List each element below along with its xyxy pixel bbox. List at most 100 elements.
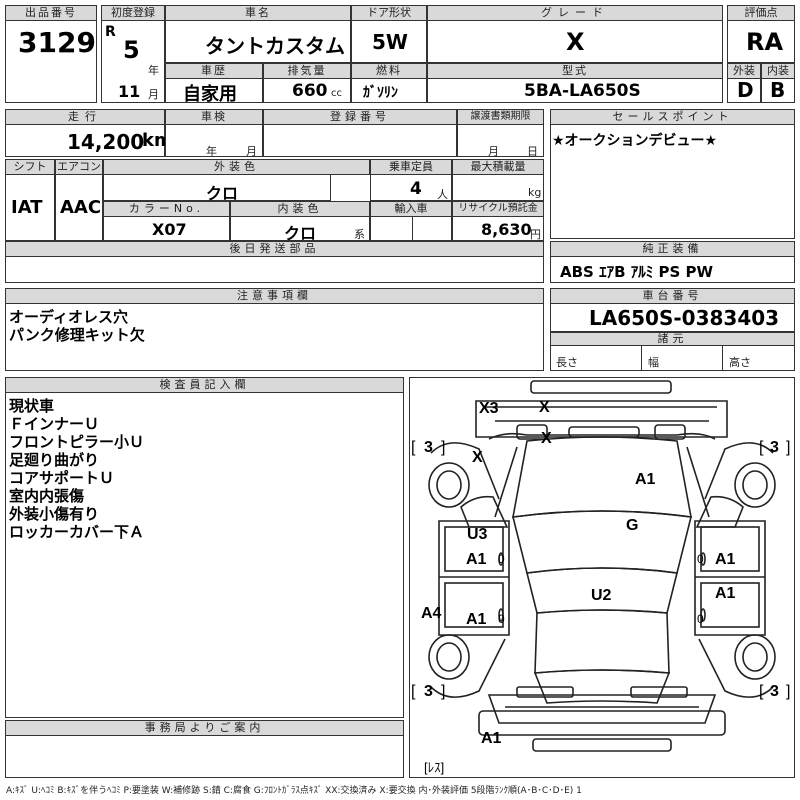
chassis-label: 車台番号: [550, 288, 795, 304]
ext-grade-value: D: [737, 78, 754, 102]
diag-x-front: X: [539, 399, 550, 416]
door-value: 5W: [372, 30, 408, 54]
int-color-unit: 系: [354, 228, 365, 241]
diag-a1-rf: A1: [715, 551, 736, 568]
ext-color-divider: [330, 175, 370, 201]
model-label: 型式: [427, 63, 723, 79]
tire-rf-bracket-close: ]: [786, 439, 791, 456]
chassis-value: LA650S-0383403: [589, 306, 780, 330]
diag-x-fender: X: [472, 449, 483, 466]
tire-lf-value: 3: [424, 439, 433, 456]
office-label: 事務局よりご案内: [5, 720, 404, 736]
sales-point-cell: [550, 109, 795, 239]
aircon-label: エアコン: [55, 159, 103, 175]
sales-point-label: セールスポイント: [550, 109, 795, 125]
inspection-label: 車検: [165, 109, 263, 125]
transfer-day-unit: 日: [527, 145, 538, 158]
diag-a4: A4: [421, 605, 442, 622]
first-reg-era: R: [105, 24, 116, 40]
fuel-value: ｶﾞｿﾘﾝ: [363, 85, 398, 101]
notes-lines: オーディオレス穴 パンク修理キット欠: [9, 308, 145, 344]
later-parts-label: 後日発送部品: [5, 241, 544, 257]
notes-label: 注意事項欄: [5, 288, 544, 304]
tire-rr-value: 3: [770, 683, 779, 700]
tire-rf-value: 3: [770, 439, 779, 456]
diag-zero-r2: 0: [697, 612, 704, 626]
mileage-value: 14,200: [67, 130, 145, 154]
diag-g-roof: G: [626, 517, 639, 534]
shift-value: IAT: [11, 197, 43, 218]
diag-a1-rr: A1: [715, 585, 736, 602]
inspection-month-unit: 月: [246, 145, 257, 158]
score-value: RA: [746, 28, 784, 56]
ext-color-value: クロ: [206, 184, 239, 203]
displacement-value: 660: [292, 81, 328, 101]
int-color-value: クロ: [284, 224, 317, 243]
grade-label: グレード: [427, 5, 723, 21]
equipment-label: 純正装備: [550, 241, 795, 257]
color-no-value: X07: [152, 220, 187, 239]
specs-height: 高さ: [729, 356, 751, 369]
legend-footer: A:ｷｽﾞ U:ﾍｺﾐ B:ｷｽﾞを伴うﾍｺﾐ P:要塗装 W:補修跡 S:錆 …: [6, 786, 582, 796]
int-color-label: 内装色: [230, 201, 370, 217]
int-grade-value: B: [770, 78, 786, 102]
displacement-label: 排気量: [263, 63, 351, 79]
first-reg-year: 5: [123, 36, 140, 64]
specs-length: 長さ: [556, 356, 578, 369]
specs-label: 諸元: [550, 332, 795, 346]
lot-cell: [5, 5, 97, 103]
transfer-month-unit: 月: [488, 145, 499, 158]
specs-width: 幅: [648, 356, 659, 369]
tire-lr-bracket-close: ]: [441, 683, 446, 700]
transfer-label: 譲渡書類期限: [457, 109, 544, 125]
inspector-cell: [5, 377, 404, 718]
tire-lr-value: 3: [424, 683, 433, 700]
tire-lr-bracket-open: [: [411, 683, 416, 700]
diag-u2: U2: [591, 587, 612, 604]
inspector-lines: 現状車 ＦインナーＵ フロントピラー小Ｕ 足廻り曲がり コアサポートＵ 室内内張…: [9, 397, 145, 541]
diag-u3: U3: [467, 526, 488, 543]
diag-x3: X3: [479, 400, 499, 417]
recycle-label: リサイクル預託金: [452, 201, 544, 217]
reg-no-label: 登録番号: [263, 109, 457, 125]
import-label: 輸入車: [370, 201, 452, 217]
tire-lf-bracket-open: [: [411, 439, 416, 456]
color-no-label: カラーNo.: [103, 201, 230, 217]
diag-a1-hood: A1: [635, 471, 656, 488]
history-value: 自家用: [183, 84, 237, 105]
lot-number: 3129: [18, 26, 96, 59]
tire-lf-bracket-close: ]: [441, 439, 446, 456]
inspection-year-unit: 年: [206, 145, 217, 158]
tire-rf-bracket-open: [: [759, 439, 764, 456]
diag-reset: [ﾚｽ]: [424, 760, 445, 775]
score-label: 評価点: [727, 5, 795, 21]
first-reg-month-unit: 月: [148, 88, 159, 101]
diag-zero-r1: 0: [697, 552, 704, 566]
max-load-label: 最大積載量: [452, 159, 544, 175]
capacity-value: 4: [410, 179, 422, 199]
lot-label: 出品番号: [5, 5, 97, 21]
capacity-unit: 人: [437, 188, 448, 201]
first-reg-year-unit: 年: [148, 64, 159, 77]
car-diagram: [428, 380, 776, 752]
ext-color-label: 外装色: [103, 159, 370, 175]
diag-x-glass: X: [541, 430, 552, 447]
import-divider: [412, 217, 413, 241]
max-load-unit: kg: [528, 186, 542, 199]
shift-label: シフト: [5, 159, 55, 175]
diag-zero-l2: 0: [498, 612, 505, 626]
model-value: 5BA-LA650S: [524, 81, 641, 101]
diag-a1-lf: A1: [466, 551, 487, 568]
first-reg-month: 11: [118, 82, 141, 101]
tire-rr-bracket-open: [: [759, 683, 764, 700]
equipment-value: ABS ｴｱB ｱﾙﾐ PS PW: [560, 263, 714, 281]
fuel-label: 燃料: [351, 63, 427, 79]
history-label: 車歴: [165, 63, 263, 79]
diag-a1-rear: A1: [481, 730, 502, 747]
int-grade-label: 内装: [761, 63, 795, 79]
first-reg-cell: [101, 5, 165, 103]
diag-zero-l1: 0: [498, 552, 505, 566]
specs-div1: [641, 346, 642, 371]
mileage-label: 走行: [5, 109, 165, 125]
car-name-label: 車名: [165, 5, 351, 21]
